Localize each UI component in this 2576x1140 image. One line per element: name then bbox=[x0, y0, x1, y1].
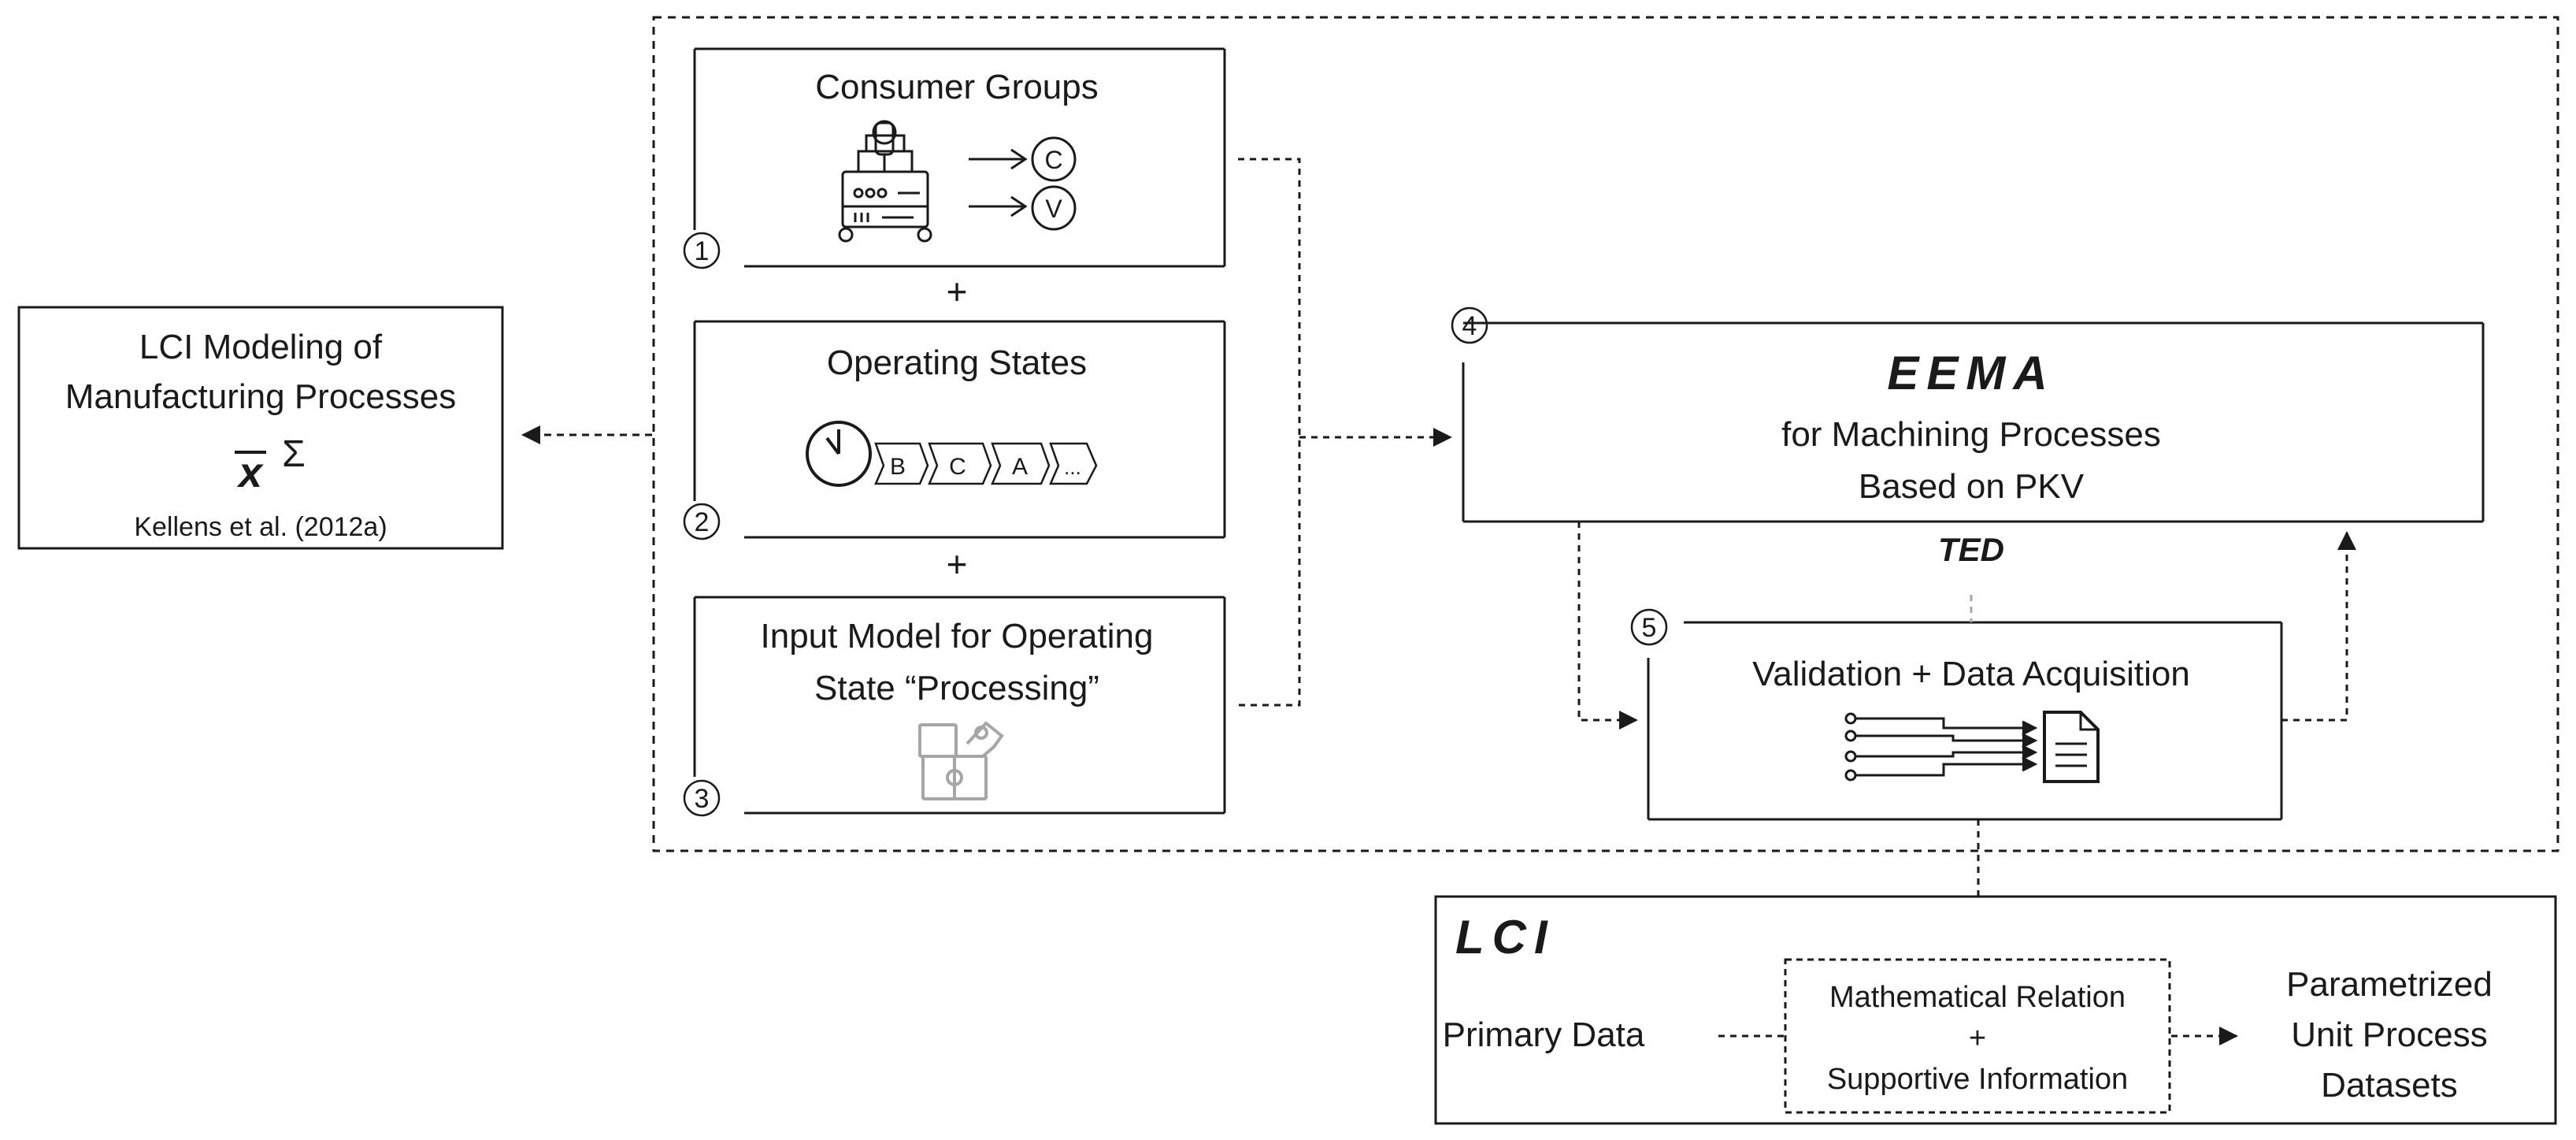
relation-line1: Mathematical Relation bbox=[1829, 981, 2126, 1014]
output-line3: Datasets bbox=[2321, 1066, 2458, 1105]
operating-states-box: 2 Operating States B C A ... bbox=[683, 320, 1226, 540]
state-chevrons bbox=[874, 442, 1098, 485]
consumer-groups-box: 1 Consumer Groups C V bbox=[683, 47, 1226, 269]
lci-title: LCI bbox=[1455, 911, 1555, 964]
sigma-symbol: Σ bbox=[282, 433, 306, 475]
step-5-badge bbox=[1630, 608, 1668, 646]
v-circle-icon bbox=[1031, 185, 1077, 231]
ted-label: TED bbox=[1938, 531, 2004, 568]
lci-modeling-line2: Manufacturing Processes bbox=[65, 377, 456, 416]
step-1-badge bbox=[683, 232, 721, 269]
lci-box: LCI Primary Data Mathematical Relation +… bbox=[1434, 895, 2557, 1125]
step-4-badge bbox=[1451, 306, 1488, 344]
mean-x-symbol: x bbox=[236, 449, 264, 496]
citation: Kellens et al. (2012a) bbox=[134, 512, 387, 542]
relation-line2: Supportive Information bbox=[1827, 1063, 2128, 1096]
clock-icon bbox=[806, 421, 872, 487]
input-model-line2: State “Processing” bbox=[814, 669, 1099, 707]
eema-line2: Based on PKV bbox=[1859, 467, 2085, 506]
relation-plus: + bbox=[1969, 1022, 1986, 1055]
consumer-arrows bbox=[969, 148, 1028, 217]
step-3-badge bbox=[683, 779, 721, 817]
machine-tool-icon bbox=[838, 120, 932, 243]
eema-line1: for Machining Processes bbox=[1781, 415, 2161, 454]
eema-title: EEMA bbox=[1887, 347, 2055, 399]
data-acquisition-icon bbox=[1844, 711, 2100, 783]
process-frame bbox=[652, 16, 2559, 852]
validation-box: 5 Validation + Data Acquisition bbox=[1630, 608, 2283, 821]
step-5-number: 5 bbox=[1642, 613, 1657, 643]
output-line2: Unit Process bbox=[2291, 1016, 2487, 1054]
c-label: C bbox=[1044, 146, 1062, 174]
chevron-more: ... bbox=[1064, 455, 1081, 479]
chevron-c: C bbox=[949, 454, 966, 480]
step-2-badge bbox=[683, 503, 721, 540]
connector-boxes-to-eema bbox=[1238, 158, 1452, 707]
c-circle-icon bbox=[1031, 136, 1077, 182]
connector-eema-validation bbox=[1577, 522, 2356, 730]
plus-2: + bbox=[947, 544, 968, 585]
v-label: V bbox=[1045, 195, 1062, 223]
consumer-groups-title: Consumer Groups bbox=[815, 68, 1098, 106]
chevron-a: A bbox=[1012, 454, 1028, 480]
output-line1: Parametrized bbox=[2286, 965, 2493, 1004]
relation-box bbox=[1784, 958, 2171, 1114]
operating-states-title: Operating States bbox=[827, 343, 1087, 382]
eema-box: 4 EEMA for Machining Processes Based on … bbox=[1451, 306, 2485, 523]
lci-modeling-box: LCI Modeling of Manufacturing Processes … bbox=[17, 306, 504, 550]
validation-title: Validation + Data Acquisition bbox=[1752, 655, 2190, 693]
primary-data-label: Primary Data bbox=[1443, 1016, 1645, 1054]
step-1-number: 1 bbox=[695, 236, 710, 266]
input-model-line1: Input Model for Operating bbox=[761, 617, 1154, 655]
step-2-number: 2 bbox=[695, 507, 710, 537]
plus-1: + bbox=[947, 271, 968, 312]
step-3-number: 3 bbox=[695, 784, 710, 814]
lci-modeling-line1: LCI Modeling of bbox=[139, 328, 383, 366]
puzzle-icon bbox=[918, 721, 1004, 800]
step-4-number: 4 bbox=[1462, 311, 1477, 341]
chevron-b: B bbox=[890, 454, 906, 480]
input-model-box: 3 Input Model for Operating State “Proce… bbox=[683, 596, 1226, 817]
